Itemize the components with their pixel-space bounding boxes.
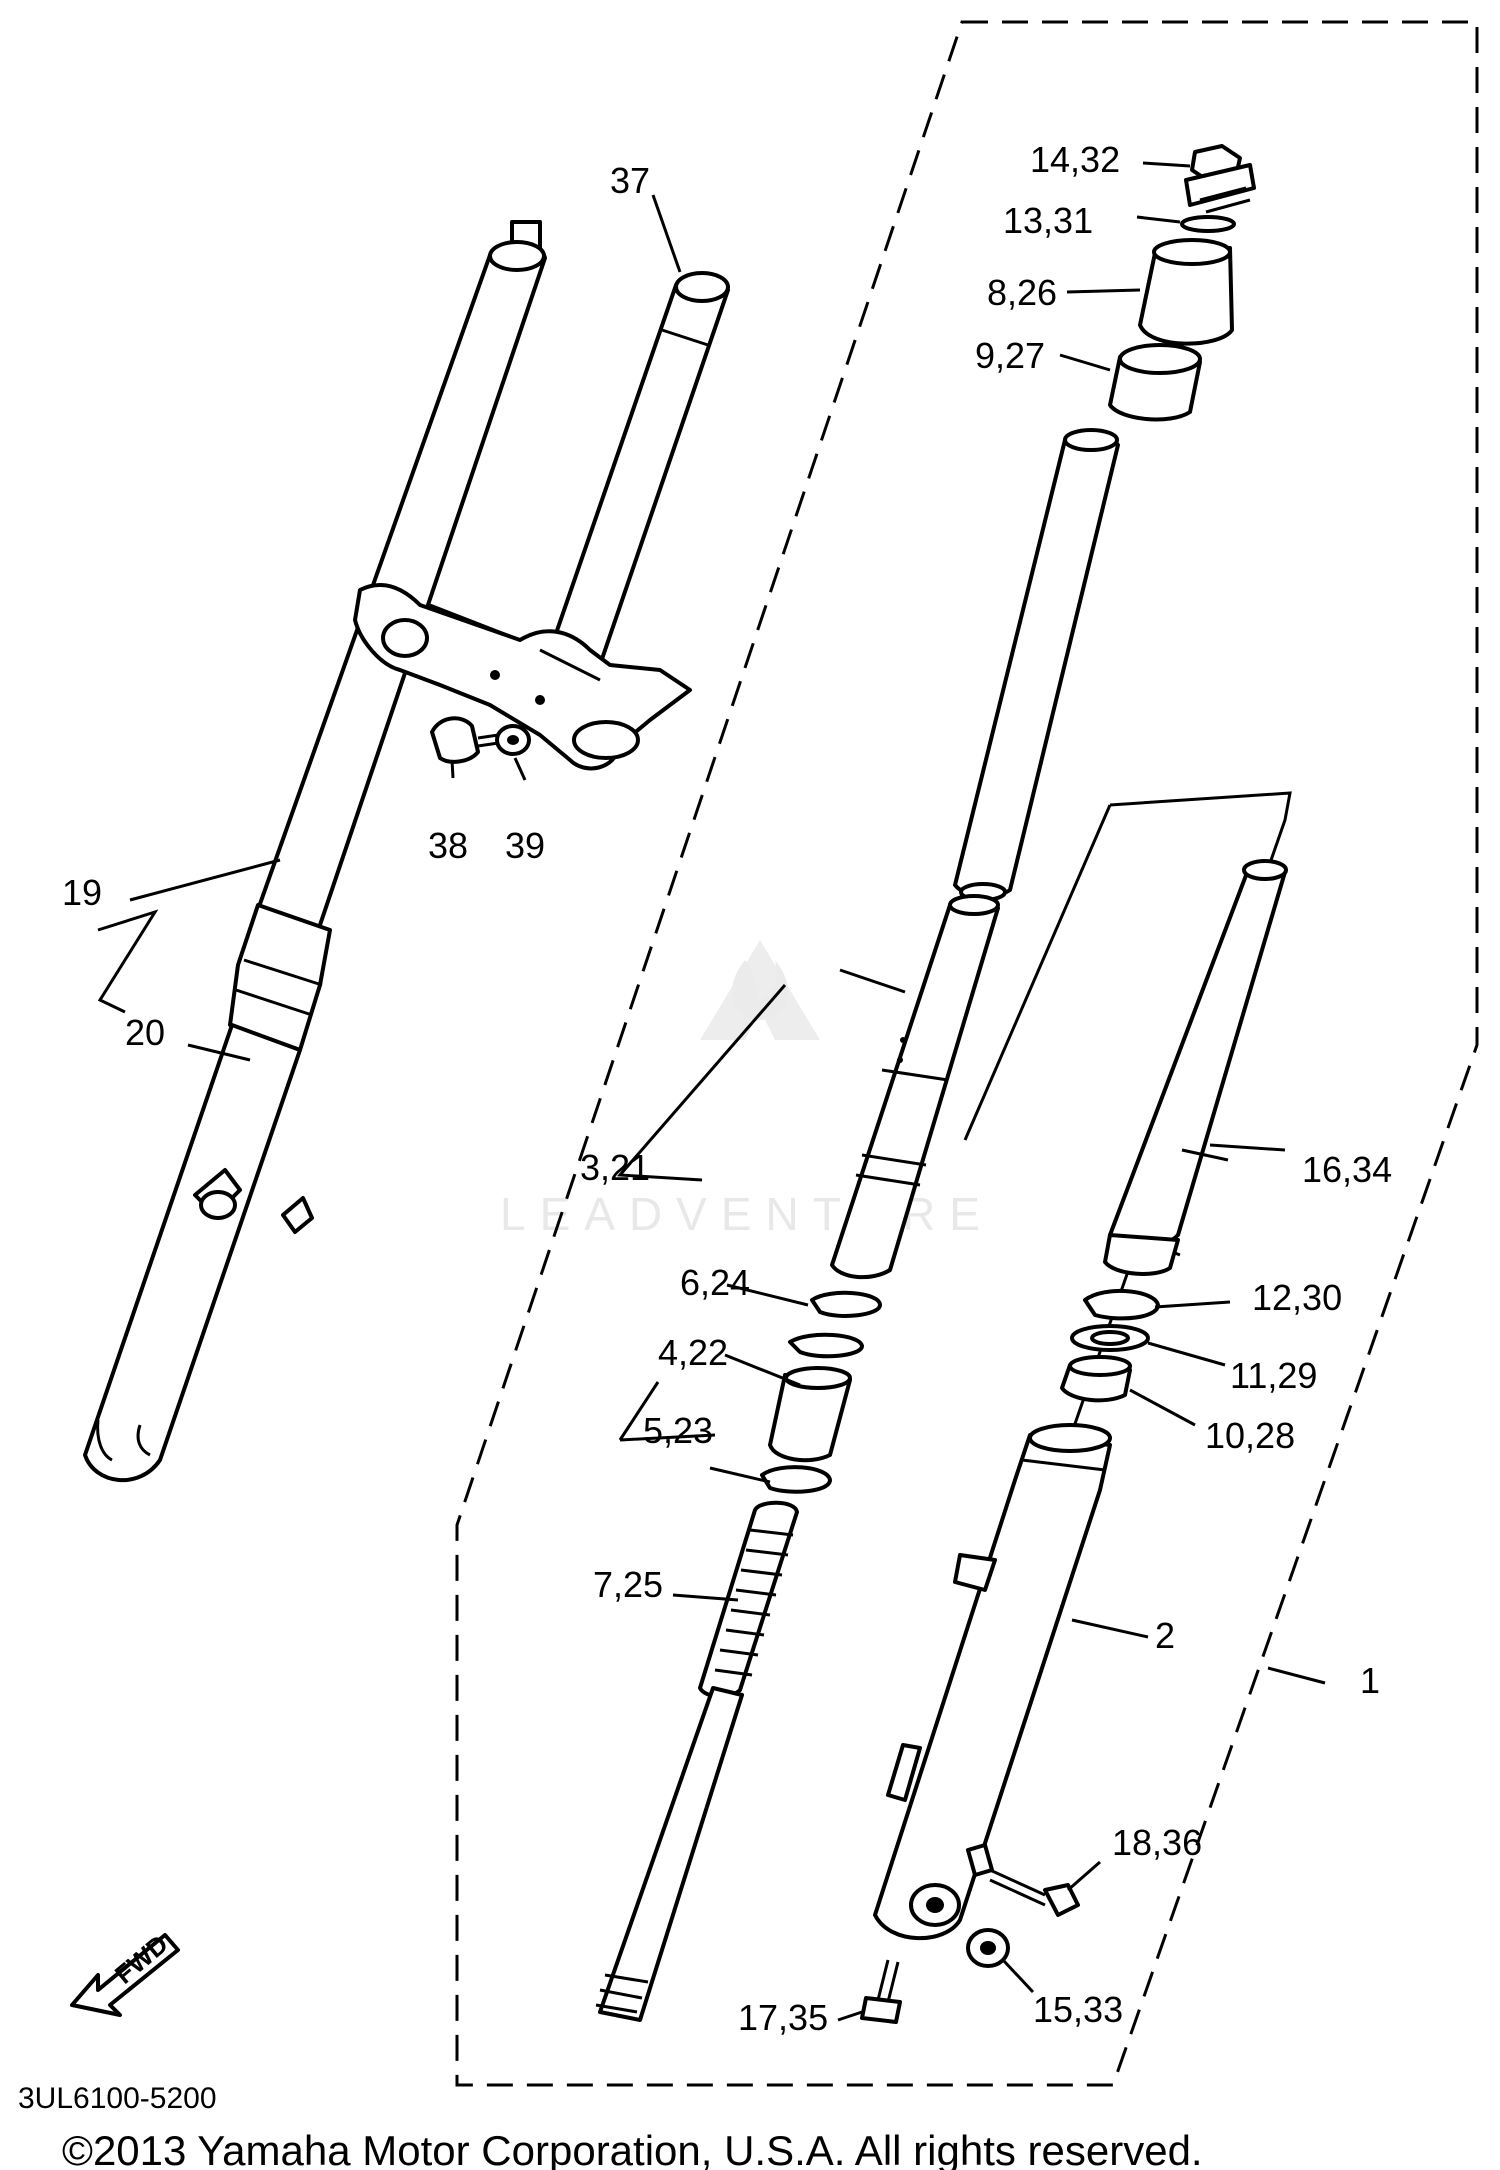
inner-tube-16-34 [1103,859,1288,1276]
callout-20: 20 [125,1012,165,1053]
callout-10-28: 10,28 [1205,1415,1295,1456]
callout-3-21: 3,21 [580,1147,650,1188]
washer-10-28 [1060,1355,1132,1403]
spacer-8-26 [1138,238,1234,346]
diagram-part-code: 3UL6100-5200 [18,2082,217,2115]
cap-bolt-14-32 [1184,144,1256,214]
callout-19: 19 [62,872,102,913]
assembled-fork-left [83,220,547,1483]
bolt-17-35 [860,1959,902,2024]
callout-6-24: 6,24 [680,1262,750,1303]
callout-17-35: 17,35 [738,1997,828,2038]
spring-7-25 [595,1500,799,2022]
copyright-notice: ©2013 Yamaha Motor Corporation, U.S.A. A… [62,2127,1203,2170]
circlip-6-24 [788,1290,882,1359]
callout-8-26: 8,26 [987,272,1057,313]
bolt-18-36 [989,1868,1080,1917]
washer-15-33 [966,1928,1010,1968]
washer-39 [495,724,531,756]
clip-5-23 [760,1465,832,1494]
callout-15-33: 15,33 [1033,1989,1123,2030]
outer-tube-2 [873,1423,1112,1941]
callout-2: 2 [1155,1615,1175,1656]
callout-1: 1 [1360,1660,1380,1701]
callout-12-30: 12,30 [1252,1277,1342,1318]
oil-seal-clip-12-30 [1083,1288,1160,1321]
callout-16-34: 16,34 [1302,1149,1392,1190]
callout-4-22: 4,22 [658,1332,728,1373]
callout-7-25: 7,25 [593,1564,663,1605]
seat-9-27 [1108,343,1202,422]
callout-14-32: 14,32 [1030,139,1120,180]
callout-38: 38 [428,825,468,866]
watermark-text: LEADVENTURE [500,1188,994,1240]
damper-rod-3-21 [830,894,1000,1280]
inner-tube-upper [953,428,1120,902]
leader-lines [97,161,1326,2022]
callout-5-23: 5,23 [643,1410,713,1451]
callout-9-27: 9,27 [975,335,1045,376]
fwd-arrow-icon: FWD [70,1929,180,2017]
callout-39: 39 [505,825,545,866]
o-ring-13-31 [1180,215,1236,233]
fork-assembly-boundary [455,20,1479,2087]
callout-13-31: 13,31 [1003,200,1093,241]
triple-clamp-and-tube [353,271,730,771]
oil-seal-11-29 [1070,1324,1150,1352]
callout-11-29: 11,29 [1230,1355,1317,1396]
pinch-bolt-38 [430,716,506,764]
callout-18-36: 18,36 [1112,1822,1202,1863]
bushing-4-22 [768,1366,852,1463]
callout-37: 37 [610,160,650,201]
